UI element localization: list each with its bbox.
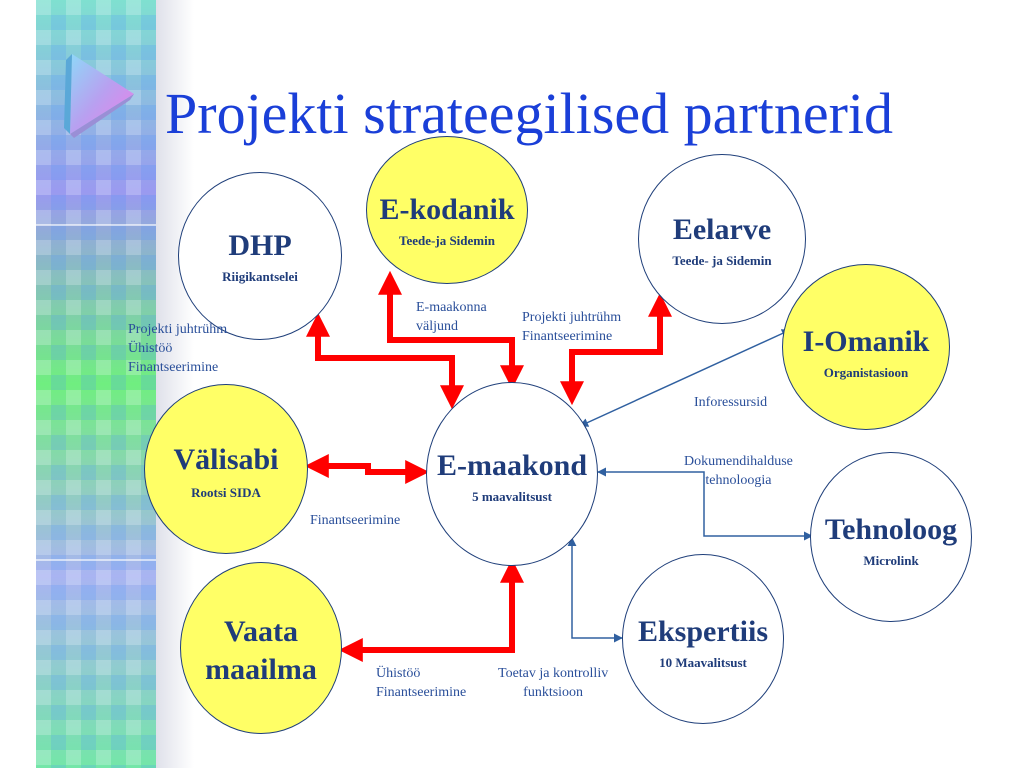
node-ekodanik-name: E-kodanik [379, 193, 515, 226]
label-line: funktsioon [523, 685, 584, 700]
label-iomanik-link: Inforessursid [694, 393, 767, 412]
label-line: väljund [416, 319, 458, 334]
node-iomanik-sub: Organistasioon [823, 365, 909, 380]
node-emaakond-sub: 5 maavalitsust [472, 489, 552, 504]
label-line: Finantseerimine [310, 513, 401, 528]
label-tehnoloog-link: Dokumendihalduse tehnoloogia [684, 452, 793, 490]
label-line: Projekti juhtrühm [522, 310, 622, 325]
label-vaata-link: Ühistöö Finantseerimine [376, 664, 466, 702]
node-eelarve: Eelarve Teede- ja Sidemin [638, 154, 806, 324]
node-ekspertiis-sub: 10 Maavalitsust [659, 655, 747, 670]
label-line: Ühistöö [376, 666, 421, 681]
node-ekspertiis: Ekspertiis 10 Maavalitsust [622, 554, 784, 724]
label-line: E-maakonna [416, 300, 487, 315]
label-line: Toetav ja kontrolliv [498, 666, 609, 681]
node-eelarve-name: Eelarve [672, 213, 772, 246]
node-valisabi: Välisabi Rootsi SIDA [144, 384, 308, 554]
label-dhp-link: Projekti juhtrühm Ühistöö Finantseerimin… [128, 320, 227, 377]
label-ekspertiis-link: Toetav ja kontrolliv funktsioon [498, 664, 608, 702]
arrow-ekspertiis-emaakond [567, 537, 623, 643]
label-line: Finantseerimine [128, 360, 219, 375]
label-line: Ühistöö [128, 341, 173, 356]
node-tehnoloog-sub: Microlink [863, 553, 919, 568]
node-iomanik-name: I-Omanik [802, 325, 930, 358]
node-vaata-name-line2: maailma [205, 653, 317, 686]
arrow-valisabi-emaakond [304, 454, 430, 484]
node-tehnoloog-name: Tehnoloog [824, 513, 958, 546]
node-ekodanik: E-kodanik Teede-ja Sidemin [366, 136, 528, 284]
label-eelarve-link: Projekti juhtrühm Finantseerimine [522, 308, 621, 346]
node-ekodanik-sub: Teede-ja Sidemin [399, 233, 495, 248]
label-line: Finantseerimine [376, 685, 467, 700]
node-vaata: Vaata maailma [180, 562, 342, 734]
node-dhp: DHP Riigikantselei [178, 172, 342, 340]
node-dhp-sub: Riigikantselei [222, 269, 298, 284]
label-line: Dokumendihalduse [684, 454, 793, 469]
label-valisabi-link: Finantseerimine [310, 511, 400, 530]
label-ekodanik-link: E-maakonna väljund [416, 298, 487, 336]
label-line: Inforessursid [694, 395, 768, 410]
node-emaakond-name: E-maakond [436, 449, 588, 482]
node-valisabi-name: Välisabi [173, 443, 279, 476]
node-emaakond: E-maakond 5 maavalitsust [426, 382, 598, 566]
decorative-stripe [36, 0, 156, 768]
arrow-tehnoloog-emaakond [597, 467, 813, 541]
node-valisabi-sub: Rootsi SIDA [191, 485, 261, 500]
node-tehnoloog: Tehnoloog Microlink [810, 452, 972, 622]
node-ekspertiis-name: Ekspertiis [637, 615, 769, 648]
node-dhp-name: DHP [228, 229, 292, 262]
slide-title: Projekti strateegilised partnerid [165, 81, 894, 146]
arrow-ekodanik-emaakond [378, 270, 524, 390]
triangle-bullet-icon [64, 54, 134, 138]
label-line: Finantseerimine [522, 329, 613, 344]
arrow-vaata-emaakond [338, 558, 524, 662]
node-eelarve-sub: Teede- ja Sidemin [672, 253, 772, 268]
label-line: Projekti juhtrühm [128, 322, 228, 337]
label-line: tehnoloogia [705, 473, 772, 488]
arrow-iomanik-emaakond [579, 329, 791, 427]
node-iomanik: I-Omanik Organistasioon [782, 264, 950, 430]
node-vaata-name-line1: Vaata [224, 615, 298, 648]
